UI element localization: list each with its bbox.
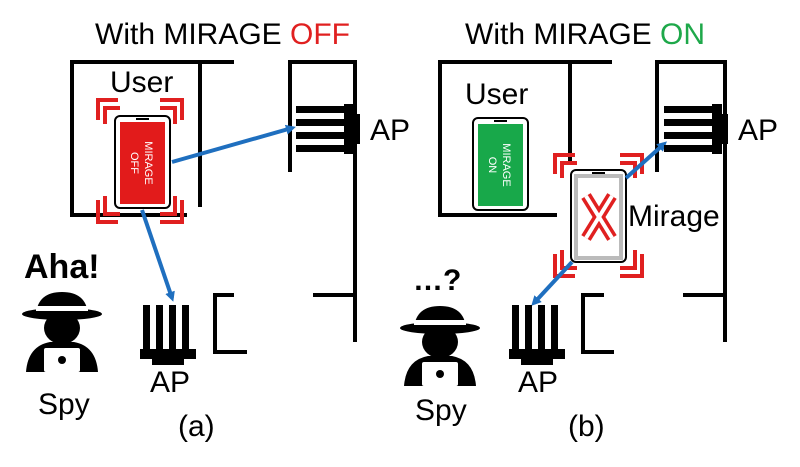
panel-b-ap-bottom-router-icon <box>509 305 565 365</box>
panel-b-arrow-to-ap-right <box>624 141 667 180</box>
panel-a-spy-exclaim: Aha! <box>24 248 100 286</box>
panel-b-user-label: User <box>465 78 528 111</box>
panel-b: With MIRAGE ON User MIRAGE ON <box>400 18 778 443</box>
panel-b-phone-text-2: ON <box>486 157 498 174</box>
panel-a-arrow-to-ap-bottom <box>140 209 175 302</box>
panel-b-caption: (b) <box>568 410 605 443</box>
panel-a-phone-icon: MIRAGE OFF <box>114 115 171 209</box>
panel-b-arrow-to-ap-bottom <box>531 260 574 306</box>
panel-a-phone-text-1: MIRAGE <box>142 141 154 184</box>
panel-a-caption: (a) <box>178 410 215 443</box>
panel-a-highlight-brackets <box>96 98 184 224</box>
panel-b-ap-right-router-icon <box>664 104 728 154</box>
panel-a-walls <box>70 60 357 354</box>
panel-a-phone-text-2: OFF <box>128 152 140 174</box>
panel-a-spy-icon <box>22 292 102 372</box>
panel-a-ap-bottom-label: AP <box>150 366 190 399</box>
panel-b-walls <box>438 60 727 354</box>
panel-b-ap-right-label: AP <box>738 114 778 147</box>
panel-b-phone-text-1: MIRAGE <box>500 143 512 186</box>
panel-a-ap-right-label: AP <box>370 114 410 147</box>
panel-b-phone-icon: MIRAGE ON <box>472 117 529 211</box>
mirage-x-icon <box>581 193 617 241</box>
panel-b-title: With MIRAGE ON <box>465 18 705 51</box>
panel-a-user-label: User <box>110 66 173 99</box>
panel-b-mirage-device-icon <box>570 169 627 263</box>
panel-b-ap-bottom-label: AP <box>518 366 558 399</box>
panel-a-ap-bottom-router-icon <box>140 305 196 365</box>
panel-a-title: With MIRAGE OFF <box>95 18 350 51</box>
panel-a: With MIRAGE OFF User MIRAGE OFF <box>22 18 410 443</box>
panel-b-spy-icon <box>400 306 480 386</box>
panel-a-spy-label: Spy <box>38 388 90 421</box>
panel-b-spy-exclaim: …? <box>413 264 461 297</box>
panel-b-title-state: ON <box>660 18 705 51</box>
panel-a-title-state: OFF <box>290 18 350 51</box>
panel-a-ap-right-router-icon <box>296 104 360 154</box>
panel-b-mirage-label: Mirage <box>628 200 720 233</box>
panel-a-arrow-to-ap-right <box>171 124 296 164</box>
panel-b-highlight-brackets <box>553 153 644 278</box>
panel-b-spy-label: Spy <box>415 394 467 427</box>
